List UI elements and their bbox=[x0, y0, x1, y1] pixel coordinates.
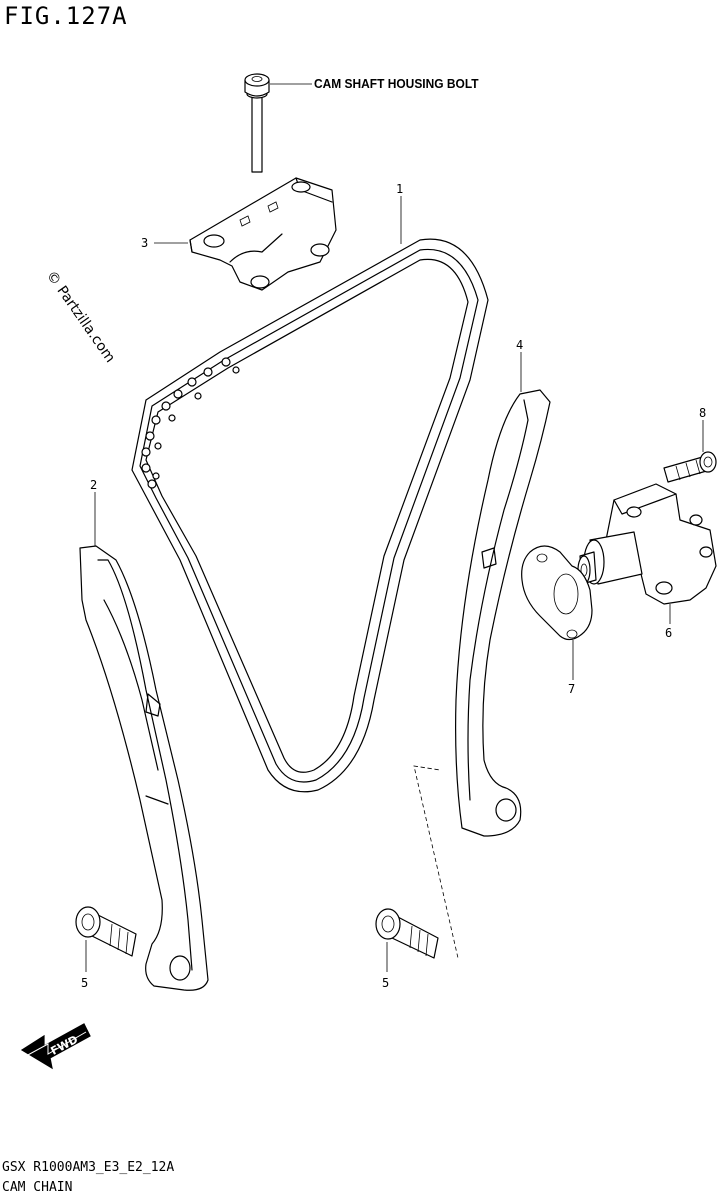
callout-2: 2 bbox=[90, 478, 98, 492]
callout-8: 8 bbox=[699, 406, 707, 420]
diagram-code: GSX R1000AM3_E3_E2_12A bbox=[2, 1160, 175, 1175]
callout-6: 6 bbox=[665, 626, 673, 640]
part-3-bracket bbox=[189, 177, 337, 291]
part-6-chain-tensioner bbox=[577, 483, 717, 605]
part-2-chain-guide bbox=[79, 545, 209, 991]
part-1-cam-chain bbox=[131, 238, 489, 793]
part-5-guide-bolt-left bbox=[75, 906, 137, 957]
callout-4: 4 bbox=[516, 338, 524, 352]
callout-1: 1 bbox=[396, 182, 404, 196]
figure-title: FIG.127A bbox=[4, 2, 128, 30]
chain-link-detail bbox=[141, 357, 240, 489]
diagram-caption: CAM CHAIN bbox=[2, 1180, 73, 1195]
part-4-chain-guide bbox=[455, 389, 551, 837]
callout-7: 7 bbox=[568, 682, 576, 696]
callout-5-left: 5 bbox=[81, 976, 89, 990]
callout-3: 3 bbox=[141, 236, 149, 250]
part-7-gasket bbox=[521, 545, 593, 641]
part-5-guide-bolt-right bbox=[375, 908, 439, 959]
fwd-arrow: FWD bbox=[20, 1023, 91, 1070]
callout-5-right: 5 bbox=[382, 976, 390, 990]
part-8-tensioner-bolt bbox=[663, 451, 717, 483]
cam-shaft-housing-bolt bbox=[244, 73, 270, 173]
bolt-note-label: CAM SHAFT HOUSING BOLT bbox=[314, 76, 479, 91]
